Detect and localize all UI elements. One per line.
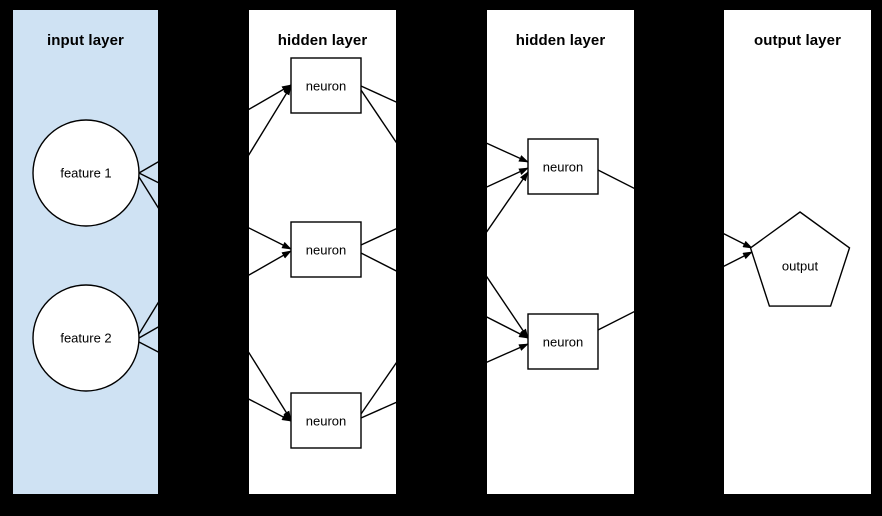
mask-gap-bottom-margin	[0, 494, 882, 516]
layer-title-hidden-layer-2: hidden layer	[515, 32, 606, 49]
mask-gap-input-hidden1	[158, 0, 249, 516]
mask-gap-right-margin	[871, 0, 882, 516]
layer-panel-hidden-layer-1	[249, 10, 396, 494]
layer-title-input-layer: input layer	[47, 32, 124, 49]
mask-gap-hidden1-hidden2	[396, 0, 487, 516]
layer-title-output-layer: output layer	[753, 32, 842, 49]
mask-gap-hidden2-output	[634, 0, 724, 516]
layer-panel-input-layer	[13, 10, 158, 494]
mask-gap-left-margin	[0, 0, 13, 516]
layer-panel-hidden-layer-2	[487, 10, 634, 494]
mask-gap-top-margin	[0, 0, 882, 10]
layer-panel-output-layer	[724, 10, 871, 494]
layer-title-hidden-layer-1: hidden layer	[277, 32, 368, 49]
